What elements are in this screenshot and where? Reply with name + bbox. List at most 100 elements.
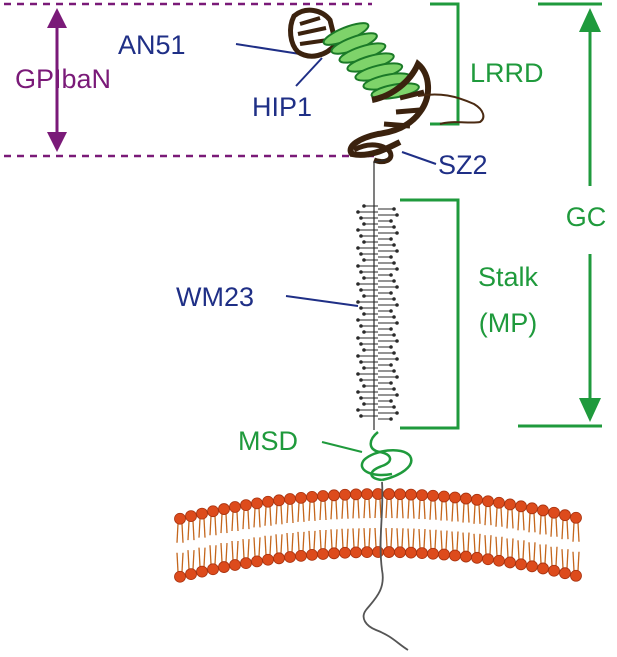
lipid-tail: [500, 536, 503, 556]
glycan-end-right: [389, 309, 393, 313]
lipid-tail: [550, 546, 553, 566]
lipid-tail: [401, 499, 404, 519]
lipid-tail: [286, 503, 289, 524]
lipid-head-inner: [471, 551, 483, 564]
lipid-head-inner: [339, 546, 351, 559]
lipid-head-inner: [526, 560, 538, 573]
lipid-tail: [396, 499, 399, 519]
lipid-head-outer: [273, 494, 285, 507]
lipid-head-outer: [251, 497, 263, 510]
lipid-tail: [456, 531, 459, 551]
lipid-tail: [330, 500, 333, 520]
lipid-head-inner: [218, 561, 230, 573]
lipid-tail: [539, 515, 542, 535]
lipid-tail: [561, 549, 564, 569]
lipid-tail: [297, 502, 300, 522]
lipid-head-inner: [207, 563, 219, 576]
sz2-loop: [352, 142, 394, 165]
glycan-end-right: [389, 417, 393, 421]
lipid-tail: [467, 532, 470, 552]
lipid-tail: [275, 505, 278, 525]
lipid-tail: [561, 520, 564, 540]
lipid-head-outer: [416, 489, 428, 501]
lrrd-bracket: [430, 2, 460, 126]
glycan-end-right: [389, 273, 393, 277]
lipid-tail: [401, 528, 404, 548]
lipid-tail: [456, 502, 459, 522]
lipid-tail: [291, 532, 294, 553]
lipid-tail: [198, 518, 201, 538]
glycan-end-right: [392, 333, 396, 337]
lipid-head-outer: [196, 507, 208, 520]
glycan-end-left: [362, 222, 366, 226]
glycan-end-left: [359, 288, 363, 292]
lipid-tail: [407, 528, 410, 548]
lipid-tail: [220, 543, 223, 563]
lipid-tail: [434, 529, 437, 549]
glycan-end-left: [362, 240, 366, 244]
glycan-end-right: [395, 303, 399, 307]
lipid-tail: [451, 502, 454, 522]
lipid-tail: [286, 532, 289, 553]
lipid-tail: [473, 533, 476, 553]
lipid-tail: [225, 514, 228, 534]
glycan-end-right: [395, 285, 399, 289]
glycan-end-right: [395, 339, 399, 343]
lipid-head-inner: [515, 558, 527, 571]
stalk-label: Stalk: [477, 262, 539, 292]
glycan-end-right: [392, 351, 396, 355]
lipid-head-outer: [471, 493, 483, 506]
lipid-tail: [572, 522, 575, 542]
gpibaN-region: [4, 2, 374, 158]
lipid-head-inner: [251, 555, 263, 568]
lipid-head-outer: [339, 488, 351, 501]
lipid-tail: [324, 529, 327, 550]
glycan-end-right: [389, 291, 393, 295]
glycan-end-right: [389, 345, 393, 349]
glycan-end-left: [359, 306, 363, 310]
lipid-tail: [302, 502, 305, 522]
lipid-head-inner: [438, 548, 450, 561]
lipid-head-outer: [394, 488, 406, 501]
an51-leader: [235, 43, 301, 55]
lipid-head-outer: [460, 492, 472, 505]
lipid-tail: [528, 513, 531, 533]
lipid-head-inner: [229, 559, 241, 571]
lipid-head-inner: [559, 567, 571, 580]
lipid-tail: [346, 528, 349, 548]
lipid-head-inner: [240, 557, 252, 570]
lipid-tail: [352, 499, 355, 519]
lipid-head-outer: [328, 489, 340, 502]
lipid-tail: [341, 499, 344, 519]
lipid-head-outer: [284, 493, 296, 505]
glycan-end-right: [392, 387, 396, 391]
lipid-head-inner: [196, 565, 208, 578]
lipid-tail: [242, 539, 245, 559]
glycan-end-left: [359, 360, 363, 364]
lipid-head-inner: [383, 546, 395, 558]
lipid-head-outer: [405, 488, 417, 501]
lipid-tail: [434, 500, 437, 520]
lipid-tail: [335, 500, 338, 520]
lipid-tail: [203, 518, 206, 538]
lipid-tail: [374, 498, 377, 519]
lipid-tail: [181, 523, 184, 543]
glycan-end-left: [356, 408, 360, 412]
lipid-tail: [313, 501, 316, 521]
lipid-tail: [231, 540, 234, 561]
lipid-tail: [352, 528, 355, 548]
glycan-end-right: [392, 279, 396, 283]
lipid-head-inner: [328, 547, 340, 560]
glycan-end-left: [356, 318, 360, 322]
lipid-head-inner: [295, 549, 307, 562]
lipid-tail: [214, 545, 217, 565]
lipid-head-inner: [427, 547, 439, 560]
lipid-tail: [451, 531, 454, 551]
glycan-end-right: [395, 411, 399, 415]
gpibaN-arrow-head-down: [47, 132, 67, 152]
lipid-tail: [357, 528, 360, 548]
lipid-tail: [330, 529, 333, 549]
lipid-head-outer: [427, 489, 439, 502]
lipid-head-inner: [482, 553, 494, 566]
